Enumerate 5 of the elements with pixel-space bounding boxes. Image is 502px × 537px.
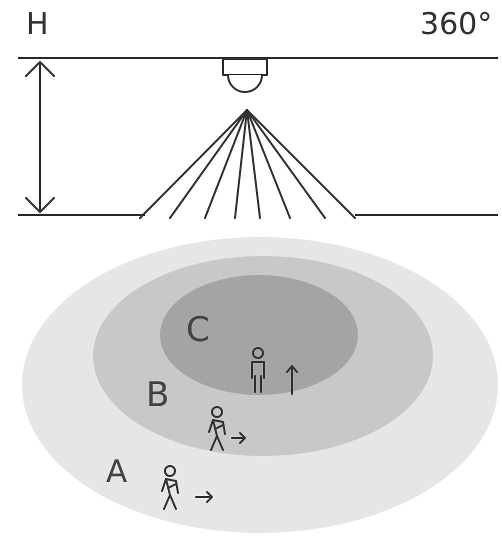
angle-label: 360° <box>420 10 492 40</box>
zone-letter: B <box>146 378 170 412</box>
zone-letter: C <box>186 313 210 347</box>
height-label: H <box>26 10 49 40</box>
zone-letter: A <box>106 457 128 488</box>
